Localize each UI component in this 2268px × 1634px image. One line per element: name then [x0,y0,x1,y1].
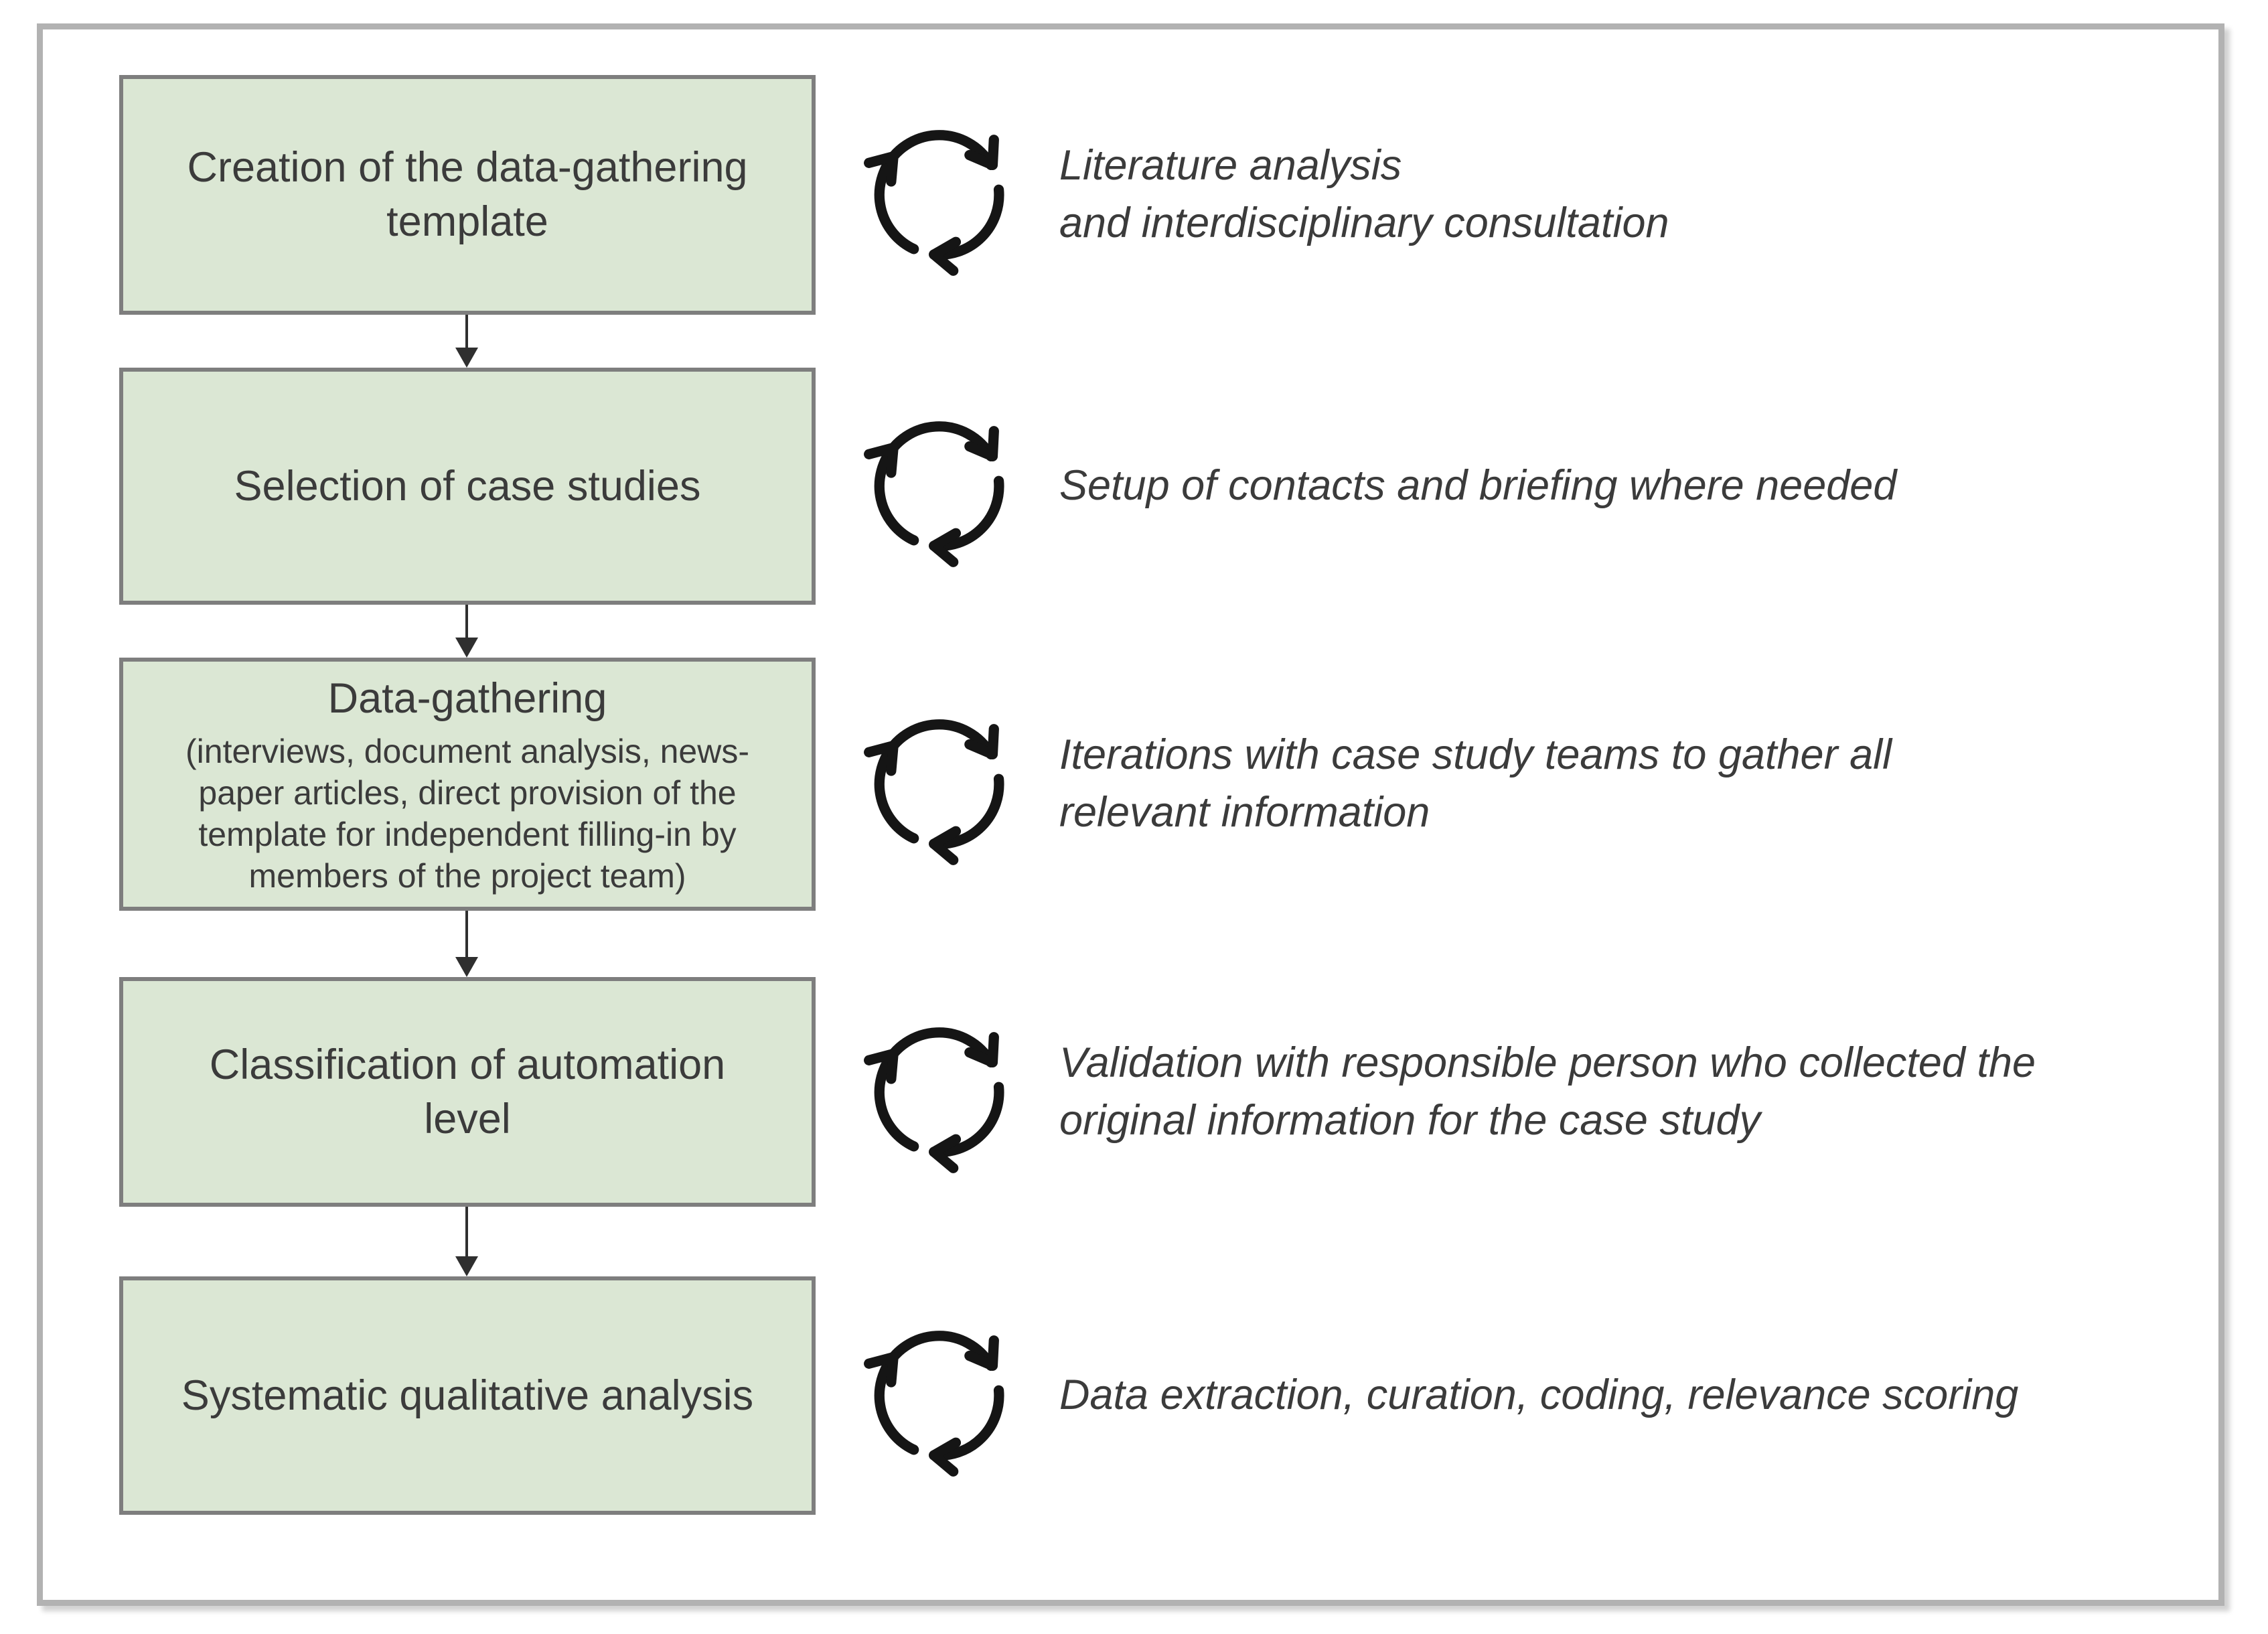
cycle-arrows-icon [860,1312,1018,1479]
flow-box-classification-of-automation-level: Classification of automation level [119,977,816,1207]
annotation-row-2: Setup of contacts and briefing where nee… [860,368,2188,605]
arrow-head-icon [455,957,478,977]
flow-box-label: Selection of case studies [234,462,701,510]
arrow-head-icon [455,1256,478,1276]
arrow-line [465,315,468,348]
flow-box-label: Classification of automation level [209,1041,726,1142]
flow-box-selection-of-case-studies: Selection of case studies [119,368,816,605]
annotation-row-4: Validation with responsible person who c… [860,977,2188,1207]
flow-box-systematic-qualitative-analysis: Systematic qualitative analysis [119,1276,816,1515]
annotation-row-5: Data extraction, curation, coding, relev… [860,1276,2188,1515]
flow-box-label: Systematic qualitative analysis [181,1371,754,1419]
flow-arrow-down-4 [455,1207,479,1276]
arrow-line [465,911,468,957]
annotation-row-1: Literature analysis and interdisciplinar… [860,75,2188,315]
arrow-line [465,1207,468,1256]
arrow-head-icon [455,638,478,658]
flow-box-creation-of-template: Creation of the data-gathering template [119,75,816,315]
annotation-text: Iterations with case study teams to gath… [1059,731,1892,836]
flow-arrow-down-1 [455,315,479,368]
arrow-line [465,605,468,638]
cycle-arrows-icon [860,402,1018,570]
flow-arrow-down-2 [455,605,479,658]
flow-box-data-gathering: Data-gathering (interviews, document ana… [119,658,816,911]
flow-arrow-down-3 [455,911,479,977]
flow-box-label: Data-gathering [327,674,607,722]
annotation-text: Literature analysis and interdisciplinar… [1059,142,1669,246]
cycle-arrows-icon [860,700,1018,868]
flow-box-label: Creation of the data-gathering template [187,144,748,245]
cycle-arrows-icon [860,111,1018,279]
annotation-row-3: Iterations with case study teams to gath… [860,658,2188,911]
cycle-arrows-icon [860,1009,1018,1176]
flow-box-detail: (interviews, document analysis, news- pa… [185,733,749,895]
annotation-text: Data extraction, curation, coding, relev… [1059,1371,2019,1419]
annotation-text: Validation with responsible person who c… [1059,1039,2036,1144]
annotation-text: Setup of contacts and briefing where nee… [1059,462,1897,510]
arrow-head-icon [455,348,478,368]
